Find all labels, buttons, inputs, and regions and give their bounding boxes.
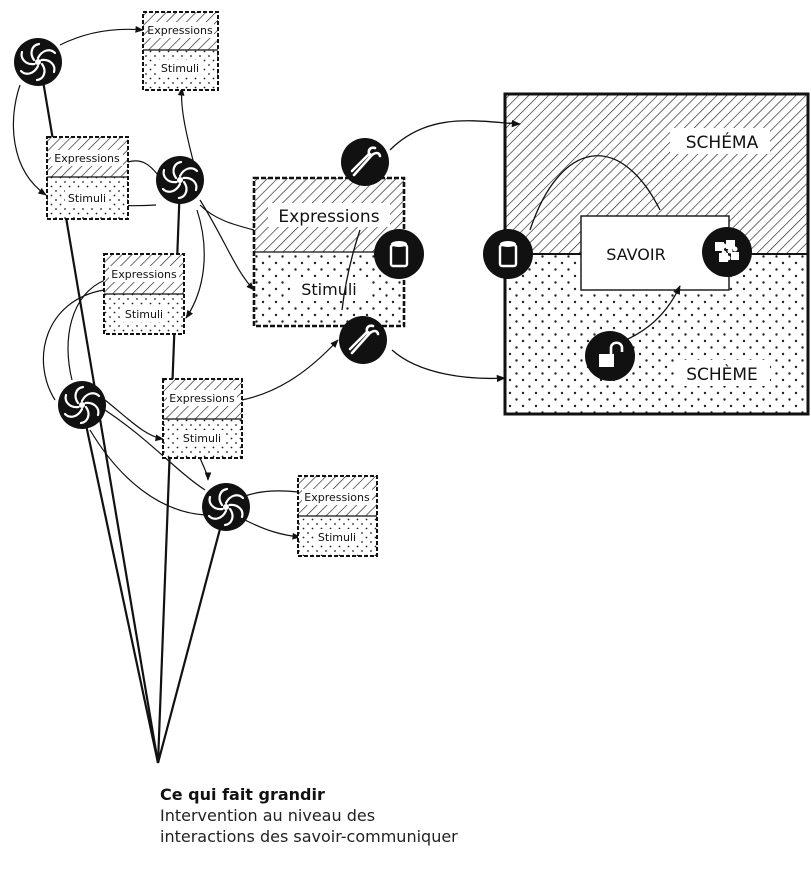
small-box-expressions-label: Expressions [304,491,370,504]
caption: Ce qui fait grandir Intervention au nive… [160,785,458,847]
tongs-icon [339,136,391,188]
spiral-icon [200,481,252,533]
spiral-icon [154,154,206,206]
small-box-expressions-label: Expressions [54,152,120,165]
can-icon [372,227,426,281]
caption-title: Ce qui fait grandir [160,785,325,804]
open-padlock-icon [583,329,637,383]
small-box-expressions-label: Expressions [111,268,177,281]
spiral-icon [56,379,108,431]
small-box-stimuli-label: Stimuli [68,192,106,205]
small-box-expressions-label: Expressions [169,392,235,405]
small-box-stimuli-label: Stimuli [125,308,163,321]
small-box-2: Expressions Stimuli [46,136,129,220]
small-box-stimuli-label: Stimuli [318,531,356,544]
puzzle-icon [702,227,752,277]
tongs-icon [337,314,389,366]
small-box-5: Expressions Stimuli [297,475,378,557]
spiral-icon [12,36,64,88]
small-box-3: Expressions Stimuli [103,253,185,335]
medium-box: Expressions Stimuli [252,176,406,328]
can-icon [481,227,535,281]
medium-box-expressions-label: Expressions [278,207,379,227]
schema-label: SCHÉMA [686,131,759,153]
savoir-label: SAVOIR [606,245,665,264]
small-box-expressions-label: Expressions [147,24,213,37]
small-box-stimuli-label: Stimuli [183,432,221,445]
medium-box-stimuli-label: Stimuli [301,280,357,299]
small-box-1: Expressions Stimuli [142,11,219,91]
scheme-label: SCHÈME [686,363,758,385]
caption-line-2: interactions des savoir-communiquer [160,827,458,846]
small-box-4: Expressions Stimuli [162,378,243,459]
caption-line-1: Intervention au niveau des [160,806,376,825]
small-connectors [12,25,339,540]
small-box-stimuli-label: Stimuli [161,62,199,75]
schema-scheme-box: SCHÉMA SCHÈME SAVOIR [503,92,810,416]
